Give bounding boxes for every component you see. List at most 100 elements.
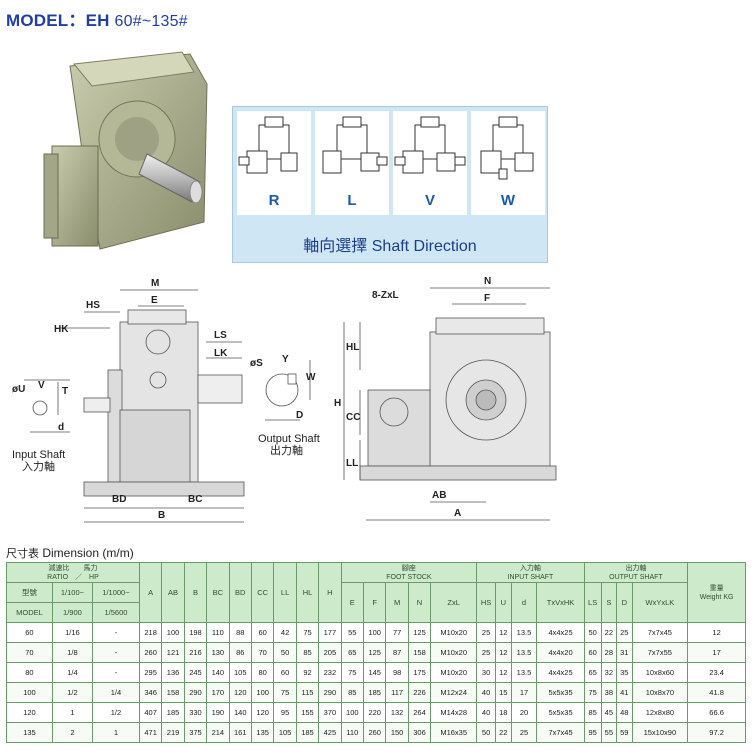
header-cell: WxYxLK [631, 582, 689, 623]
table-cell: 50 [476, 722, 497, 743]
table-cell: 158 [407, 642, 432, 663]
table-cell: 60 [583, 642, 602, 663]
header-cell: CC [250, 562, 275, 623]
table-cell: 7x7x55 [631, 642, 689, 663]
dim-label-s: øS [250, 358, 263, 369]
ratio-hp-1-header: 1/900 [51, 602, 93, 623]
table-cell: 25 [476, 622, 497, 643]
table-cell: 12 [495, 662, 512, 683]
dim-label-t: T [62, 386, 68, 397]
table-cell: 22 [495, 722, 512, 743]
foot-stock-en: FOOT STOCK [386, 573, 432, 581]
table-cell: 245 [183, 662, 208, 683]
table-cell: - [91, 662, 140, 683]
table-cell: 45 [600, 702, 618, 723]
dim-label-ab: AB [432, 490, 446, 501]
table-cell: 105 [228, 662, 252, 683]
table-cell: 220 [362, 702, 387, 723]
shaft-direction-v: V [393, 111, 467, 215]
table-cell: 214 [206, 722, 230, 743]
table-cell: 306 [407, 722, 432, 743]
table-cell: 260 [138, 642, 163, 663]
table-cell: 1/8 [51, 642, 93, 663]
table-cell: 59 [616, 722, 633, 743]
table-cell: 185 [161, 702, 185, 723]
table-cell: 407 [138, 702, 163, 723]
header-cell: HS [476, 582, 497, 623]
table-cell: 115 [295, 682, 320, 703]
table-cell: 425 [318, 722, 342, 743]
table-cell: 290 [318, 682, 342, 703]
table-cell: 15x10x90 [631, 722, 689, 743]
table-cell: 290 [183, 682, 208, 703]
gearbox-r-icon [238, 116, 298, 174]
header-cell: S [600, 582, 618, 623]
table-cell: 22 [600, 622, 618, 643]
table-cell: 5x5x35 [536, 702, 585, 723]
table-cell: 1 [51, 702, 93, 723]
table-cell: M16x35 [430, 722, 478, 743]
table-cell: 70 [6, 642, 53, 663]
table-cell: 66.6 [687, 702, 746, 723]
table-cell: 13.5 [510, 642, 538, 663]
table-cell: 100 [340, 702, 365, 723]
table-cell: 264 [407, 702, 432, 723]
table-cell: 32 [600, 662, 618, 683]
table-cell: M12x24 [430, 682, 478, 703]
header-cell: M [385, 582, 409, 623]
table-cell: 219 [161, 722, 185, 743]
ratio-sub: RATIO ／ HP [47, 573, 99, 581]
table-cell: 95 [273, 702, 297, 723]
shaft-direction-caption: 軸向選擇 Shaft Direction [303, 238, 477, 255]
output-shaft-caption-cn: 出力軸 [270, 443, 303, 457]
table-cell: 25 [510, 722, 538, 743]
table-cell: 121 [161, 642, 185, 663]
input-shaft-cn: 入力軸 [519, 564, 541, 572]
header-cell: N [407, 582, 432, 623]
table-cell: 232 [318, 662, 342, 683]
table-cell: 88 [228, 622, 252, 643]
table-cell: 125 [407, 622, 432, 643]
header-cell: TxVxHK [536, 582, 585, 623]
model-range: 60#~135# [114, 13, 188, 30]
dim-label-bd: BD [112, 494, 126, 505]
table-cell: 4x4x20 [536, 642, 585, 663]
direction-letter: R [268, 192, 280, 209]
table-cell: 97.2 [687, 722, 746, 743]
table-title: 尺寸表 Dimension (m/m) [6, 545, 134, 561]
dim-label-bc: BC [188, 494, 202, 505]
table-cell: 85 [340, 682, 365, 703]
table-cell: 150 [385, 722, 409, 743]
table-cell: 17 [510, 682, 538, 703]
table-cell: 17 [687, 642, 746, 663]
dim-label-e: E [151, 295, 158, 306]
header-cell: BD [228, 562, 252, 623]
table-cell: 60 [250, 622, 275, 643]
table-cell: 70 [250, 642, 275, 663]
table-cell: 77 [385, 622, 409, 643]
shaft-direction-r: R [237, 111, 311, 215]
table-cell: 2 [51, 722, 93, 743]
header-cell: BC [206, 562, 230, 623]
table-cell: 100 [362, 622, 387, 643]
model-label: MODEL：EH [6, 11, 110, 30]
table-title-cn: 尺寸表 [6, 547, 39, 560]
dim-label-b: B [158, 510, 165, 521]
table-cell: 226 [407, 682, 432, 703]
header-cell: HL [295, 562, 320, 623]
table-cell: 60 [273, 662, 297, 683]
table-cell: - [91, 642, 140, 663]
table-cell: 75 [340, 662, 365, 683]
dim-label-n: N [484, 276, 491, 287]
table-cell: 25 [476, 642, 497, 663]
table-cell: 55 [600, 722, 618, 743]
model-cn-header: 型號 [6, 582, 53, 603]
table-cell: 87 [385, 642, 409, 663]
table-cell: 13.5 [510, 662, 538, 683]
table-cell: 5x5x35 [536, 682, 585, 703]
